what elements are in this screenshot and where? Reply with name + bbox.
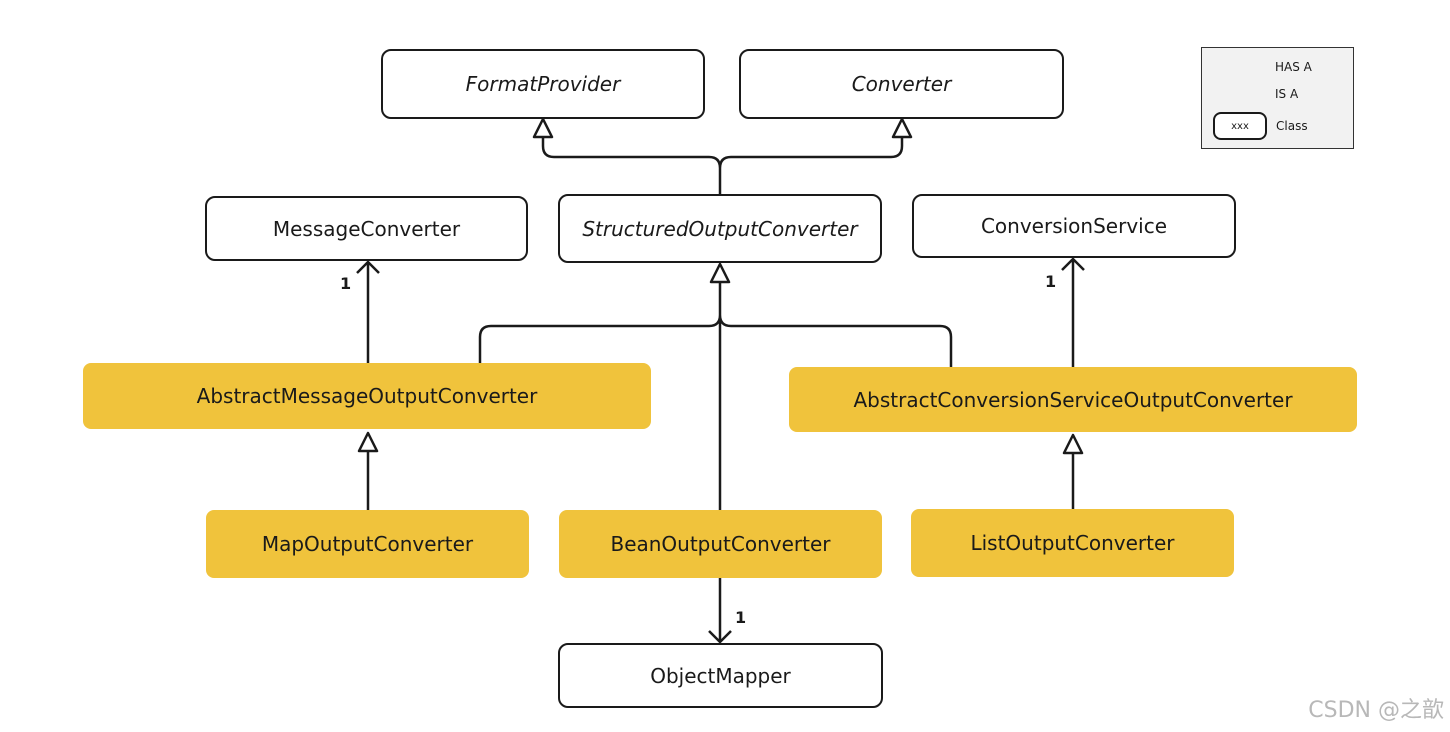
legend-has-a-label: HAS A [1275, 60, 1312, 74]
watermark: CSDN @之歆 [1308, 698, 1444, 723]
multiplicity-object-mapper: 1 [735, 608, 747, 627]
is-a-arrowhead-abstract-message [357, 431, 379, 453]
map-output-converter-class: MapOutputConverter [206, 510, 529, 578]
legend-class-sample-box: xxx [1213, 112, 1267, 140]
abstract-conversion-service-output-converter-class: AbstractConversionServiceOutputConverter [789, 367, 1357, 432]
legend-class-label: Class [1276, 119, 1308, 133]
format-provider-class: FormatProvider [381, 49, 705, 119]
multiplicity-conversion-service: 1 [1045, 272, 1057, 291]
has-a-connector-message-converter [356, 260, 380, 363]
is-a-arrowhead-converter [891, 117, 913, 139]
abstract-message-output-converter-class: AbstractMessageOutputConverter [83, 363, 651, 429]
is-a-arrowhead-abstract-conversion [1062, 433, 1084, 455]
is-a-connector-abstracts-to-structured [478, 282, 953, 510]
structured-output-converter-class: StructuredOutputConverter [558, 194, 882, 263]
conversion-service-class: ConversionService [912, 194, 1236, 258]
bean-output-converter-class: BeanOutputConverter [559, 510, 882, 578]
object-mapper-class: ObjectMapper [558, 643, 883, 708]
converter-class: Converter [739, 49, 1064, 119]
has-a-connector-conversion-service [1061, 257, 1085, 367]
has-a-connector-object-mapper [708, 578, 732, 644]
is-a-arrowhead-structured [709, 262, 731, 284]
is-a-arrowhead-format-provider [532, 117, 554, 139]
legend-is-a-label: IS A [1275, 87, 1299, 101]
list-output-converter-class: ListOutputConverter [911, 509, 1234, 577]
is-a-connector-structured-to-interfaces [541, 137, 904, 195]
multiplicity-message-converter: 1 [340, 274, 352, 293]
message-converter-class: MessageConverter [205, 196, 528, 261]
legend-panel: HAS A IS A xxx Class [1201, 47, 1354, 149]
